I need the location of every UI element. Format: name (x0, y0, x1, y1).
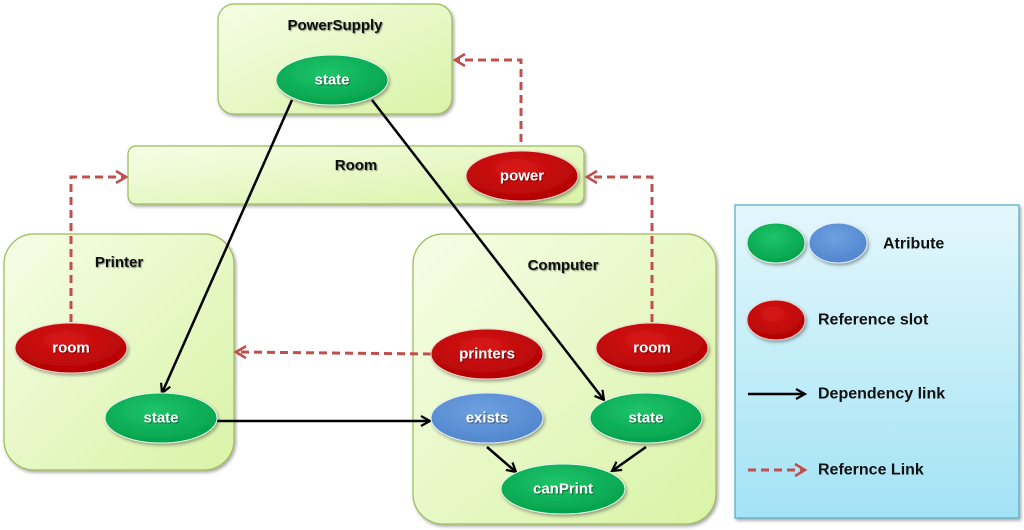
attribute-ellipse-blue (430, 392, 544, 444)
attribute-ellipse (104, 392, 218, 444)
component-room-title: Room (335, 157, 378, 174)
node-computer-canprint[interactable] (500, 463, 626, 515)
reference-slot-ellipse (14, 322, 128, 374)
node-computer-printers-label: printers (459, 346, 515, 363)
dep-link-exists-to-canprint (486, 446, 516, 472)
node-computer-printers[interactable] (430, 328, 544, 380)
legend-green-ellipse-icon (746, 222, 806, 264)
node-computer-state[interactable] (589, 392, 703, 444)
legend-attribute-label: Atribute (883, 236, 944, 253)
node-room-power-label: power (500, 168, 544, 185)
attribute-ellipse (589, 392, 703, 444)
node-computer-exists-label: exists (466, 410, 509, 427)
attribute-ellipse (275, 54, 389, 106)
node-powersupply-state[interactable] (275, 54, 389, 106)
ref-link-printers-to-printer (236, 352, 432, 354)
node-computer-state-label: state (628, 410, 663, 427)
dep-link-ps-state-to-computer-state (371, 99, 604, 400)
node-computer-room-label: room (633, 340, 671, 357)
legend-blue-ellipse-icon (808, 222, 868, 264)
reference-slot-ellipse (430, 328, 544, 380)
dep-link-ps-state-to-printer-state (162, 99, 294, 393)
node-printer-state[interactable] (104, 392, 218, 444)
component-computer-title: Computer (528, 257, 599, 274)
reference-slot-ellipse (595, 322, 709, 374)
attribute-ellipse (500, 463, 626, 515)
legend-red-ellipse-icon (746, 299, 806, 341)
legend: Atribute Reference slot Dependency link … (734, 204, 1020, 519)
node-computer-canprint-label: canPrint (533, 481, 593, 498)
reference-links (69, 60, 654, 354)
ref-link-computer-room-to-room (587, 177, 654, 322)
component-powersupply-title: PowerSupply (287, 17, 383, 34)
component-printer-title: Printer (95, 254, 144, 271)
legend-dependency-link-label: Dependency link (818, 386, 945, 403)
node-printer-room-label: room (52, 340, 90, 357)
reference-slot-ellipse (465, 150, 579, 202)
legend-attribute-swatch (746, 222, 868, 264)
legend-reference-slot-swatch (746, 299, 806, 341)
node-computer-room[interactable] (595, 322, 709, 374)
node-powersupply-state-label: state (314, 72, 349, 89)
legend-reference-slot-label: Reference slot (818, 312, 929, 329)
legend-reference-link-label: Refernce Link (818, 462, 924, 479)
node-printer-room[interactable] (14, 322, 128, 374)
ref-link-power-to-powersupply (455, 60, 523, 142)
node-computer-exists[interactable] (430, 392, 544, 444)
node-room-power[interactable] (465, 150, 579, 202)
dep-link-computer-state-to-canprint (612, 445, 647, 471)
ref-link-printer-room-to-room (69, 177, 126, 322)
dependency-links (162, 99, 647, 472)
node-printer-state-label: state (143, 410, 178, 427)
